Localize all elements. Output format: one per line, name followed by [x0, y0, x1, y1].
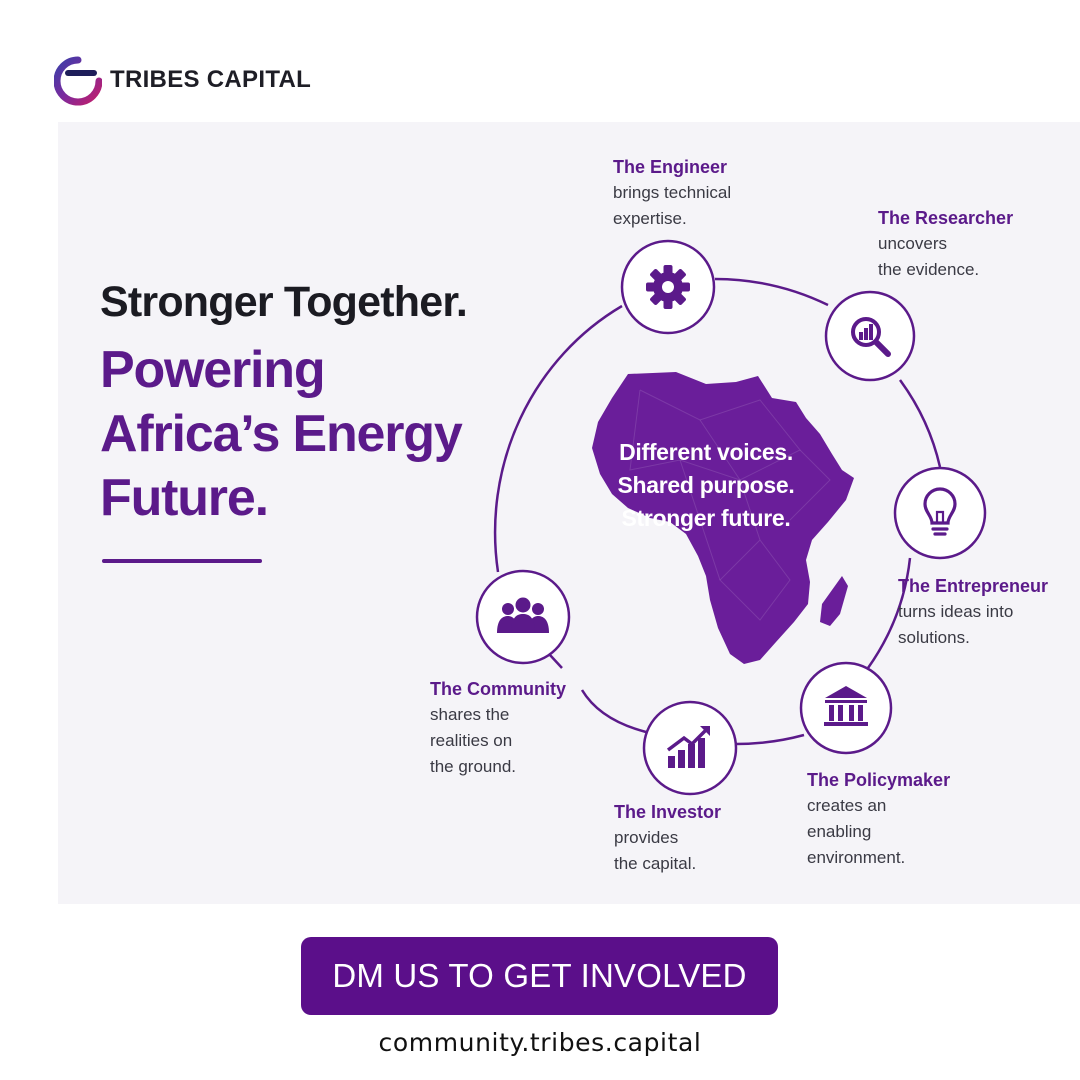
role-description: environment. — [807, 848, 906, 867]
role-description: brings technical — [613, 183, 732, 202]
role-entrepreneur: The Entrepreneur turns ideas into soluti… — [898, 573, 1048, 651]
role-description: realities on — [430, 731, 513, 750]
ring-segment — [493, 304, 623, 573]
caption-line: Different voices. — [619, 439, 793, 465]
headline-line: Powering — [100, 341, 326, 399]
role-description: turns ideas into — [898, 602, 1014, 621]
ring-segment — [735, 733, 805, 746]
headline-divider — [102, 559, 262, 563]
headline-line: Africa’s Energy — [100, 405, 463, 463]
tribes-t-logo-icon — [54, 56, 102, 106]
role-engineer: The Engineer brings technical expertise. — [613, 154, 731, 232]
community-url[interactable]: community.tribes.capital — [378, 1028, 702, 1057]
growth-chart-icon — [666, 726, 710, 768]
ring-segment — [580, 689, 647, 734]
role-investor: The Investor provides the capital. — [614, 799, 721, 877]
ring-segment — [898, 379, 942, 468]
role-description: provides — [614, 828, 679, 847]
role-title: The Researcher — [878, 208, 1014, 228]
role-description: shares the — [430, 705, 510, 724]
role-description: the capital. — [614, 854, 697, 873]
headline-line: Future. — [100, 469, 269, 527]
role-title: The Policymaker — [807, 770, 951, 790]
role-title: The Entrepreneur — [898, 576, 1049, 596]
role-community: The Community shares the realities on th… — [430, 676, 566, 780]
brand-name: TRIBES CAPITAL — [110, 66, 312, 93]
role-description: creates an — [807, 796, 887, 815]
get-involved-button[interactable]: DM US TO GET INVOLVED — [301, 937, 778, 1015]
role-researcher: The Researcher uncovers the evidence. — [878, 205, 1013, 283]
gear-icon — [646, 265, 690, 309]
role-description: enabling — [807, 822, 872, 841]
caption-line: Stronger future. — [621, 505, 791, 531]
government-building-icon — [824, 686, 868, 726]
role-description: expertise. — [613, 209, 687, 228]
stakeholder-diagram — [475, 239, 987, 796]
magnifier-chart-icon — [851, 317, 891, 357]
node-policymaker — [799, 661, 893, 755]
role-title: The Investor — [614, 802, 722, 822]
role-title: The Engineer — [613, 157, 728, 177]
role-policymaker: The Policymaker creates an enabling envi… — [807, 767, 950, 871]
role-description: solutions. — [898, 628, 970, 647]
role-title: The Community — [430, 679, 567, 699]
role-description: the evidence. — [878, 260, 980, 279]
ring-segment — [714, 277, 829, 307]
africa-map — [592, 372, 854, 664]
caption-line: Shared purpose. — [617, 472, 795, 498]
people-group-icon — [497, 597, 549, 633]
headline-secondary: Powering Africa’s Energy Future. — [100, 338, 520, 530]
role-description: the ground. — [430, 757, 517, 776]
ring-segment — [866, 557, 912, 669]
ring-segment — [549, 654, 563, 669]
lightbulb-icon — [923, 487, 957, 536]
africa-caption: Different voices. Shared purpose. Strong… — [606, 436, 806, 535]
headline-primary: Stronger Together. — [100, 278, 468, 326]
role-description: uncovers — [878, 234, 947, 253]
